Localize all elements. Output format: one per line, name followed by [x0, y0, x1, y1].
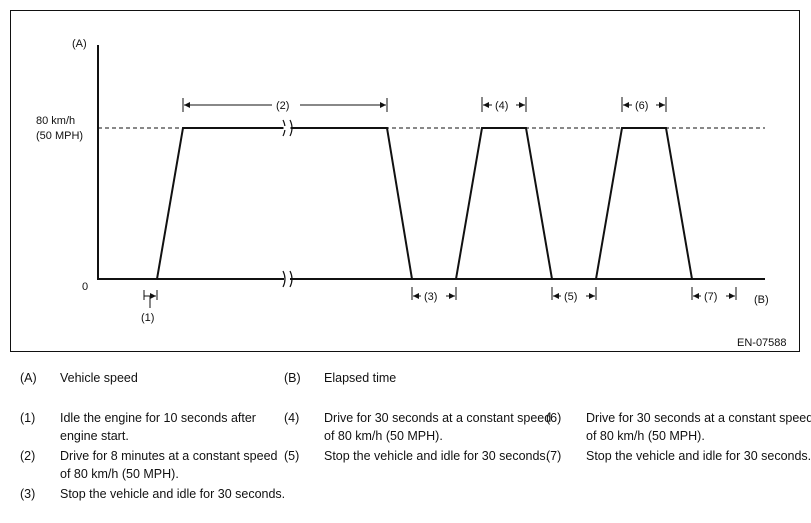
- legend-text: Stop the vehicle and idle for 30 sec­ond…: [586, 449, 811, 463]
- interval-1-label: (1): [141, 312, 154, 324]
- legend-text: Stop the vehicle and idle for 30 seconds…: [60, 487, 286, 501]
- interval-6-label: (6): [635, 100, 648, 112]
- legend-key: (1): [20, 411, 36, 425]
- legend-step-4: (4) Drive for 30 seconds at a constant s…: [284, 409, 551, 445]
- legend-text: Drive for 8 minutes at a constant speed …: [60, 449, 278, 481]
- legend-step-7: (7) Stop the vehicle and idle for 30 sec…: [546, 447, 811, 483]
- legend-text: Drive for 30 seconds at a constant speed…: [586, 411, 811, 443]
- legend-key: (6): [546, 411, 562, 425]
- speed-profile-segment-2: [291, 127, 693, 280]
- legend-step-5: (5) Stop the vehicle and idle for 30 sec…: [284, 447, 549, 483]
- legend-text: Stop the vehicle and idle for 30 seconds…: [324, 449, 550, 463]
- axis-a-label: (A): [72, 38, 87, 50]
- zero-label: 0: [82, 281, 88, 293]
- legend-text: Drive for 30 seconds at a constant speed…: [324, 411, 552, 443]
- break-mark-axis-right: [289, 270, 293, 288]
- legend-step-6: (6) Drive for 30 seconds at a constant s…: [546, 409, 811, 445]
- interval-4-label: (4): [495, 100, 508, 112]
- speed-label-line1: 80 km/h: [36, 115, 75, 127]
- legend-step-3: (3) Stop the vehicle and idle for 30 sec…: [20, 485, 285, 521]
- legend-key: (2): [20, 449, 36, 463]
- legend-step-1: (1) Idle the engine for 10 seconds after…: [20, 409, 284, 445]
- legend-key: (B): [284, 371, 301, 385]
- interval-5-label: (5): [564, 291, 577, 303]
- legend-key: (7): [546, 449, 562, 463]
- legend-key: (4): [284, 411, 300, 425]
- interval-3-label: (3): [424, 291, 437, 303]
- legend-key: (5): [284, 449, 300, 463]
- speed-label-line2: (50 MPH): [36, 130, 83, 142]
- speed-time-diagram: (A) (B) 80 km/h (50 MPH) 0 (1) (2) (3) (…: [36, 38, 787, 349]
- speed-profile-segment-1: [98, 127, 283, 280]
- legend-step-2: (2) Drive for 8 minutes at a constant sp…: [20, 447, 284, 483]
- break-mark-top-right: [289, 119, 293, 137]
- legend-text: Vehicle speed: [60, 371, 138, 385]
- figure-code: EN-07588: [737, 337, 787, 349]
- axis-b-label: (B): [754, 294, 769, 306]
- interval-2-label: (2): [276, 100, 289, 112]
- legend-axis-a: (A) Vehicle speed: [20, 369, 280, 389]
- legend-axis-b: (B) Elapsed time: [284, 369, 544, 389]
- break-mark-axis-left: [282, 270, 286, 288]
- legend-key: (A): [20, 371, 37, 385]
- legend-text: Elapsed time: [324, 371, 397, 385]
- interval-7-label: (7): [704, 291, 717, 303]
- legend-key: (3): [20, 487, 36, 501]
- legend-text: Idle the engine for 10 seconds after eng…: [60, 411, 256, 443]
- diagram-frame: [10, 10, 800, 352]
